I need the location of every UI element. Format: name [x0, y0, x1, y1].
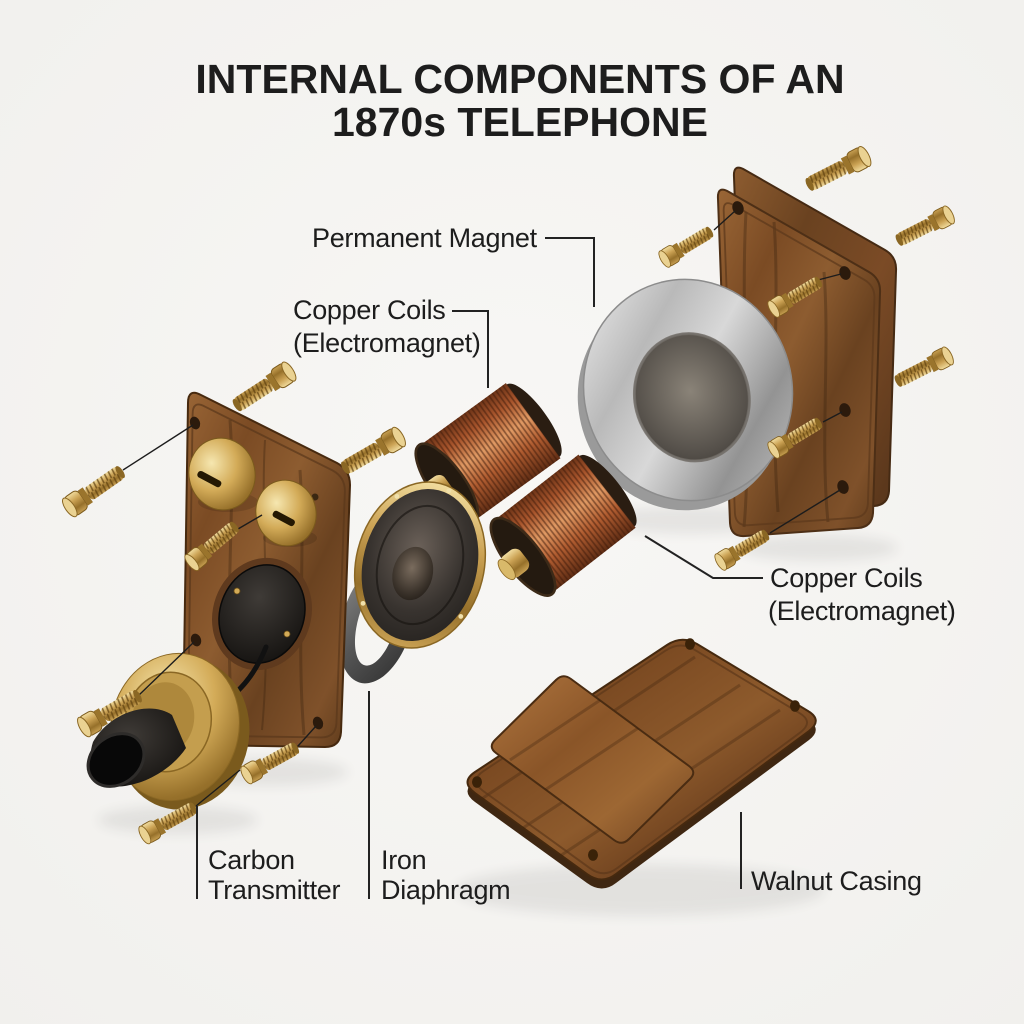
label-copper-coils-left-1: Copper Coils — [293, 295, 445, 325]
bell-upper — [188, 437, 256, 511]
leader-copper-coils-left — [452, 310, 489, 388]
casing-screw-holes — [472, 638, 800, 861]
label-iron-diaphragm-1: Iron — [381, 845, 426, 875]
title-line-2: 1870s TELEPHONE — [332, 99, 708, 145]
iron-diaphragm-disc — [353, 481, 487, 649]
rim-screws — [360, 488, 464, 619]
mouthpiece-screw — [233, 587, 241, 595]
label-permanent-magnet: Permanent Magnet — [312, 223, 538, 253]
diaphragm-center-dome — [392, 546, 434, 601]
walnut-casing — [466, 638, 817, 889]
annotations: Permanent Magnet Copper Coils (Electroma… — [196, 223, 956, 905]
label-carbon-transmitter-1: Carbon — [208, 845, 295, 875]
leader-permanent-magnet — [545, 237, 595, 307]
front-panel — [182, 391, 351, 748]
magnet-hole — [634, 333, 750, 461]
screw-guide-lines — [122, 210, 843, 807]
carbon-transmitter — [86, 652, 250, 810]
title-line-1: INTERNAL COMPONENTS OF AN — [195, 56, 844, 102]
label-copper-coils-left-2: (Electromagnet) — [293, 328, 481, 358]
label-walnut-casing: Walnut Casing — [751, 866, 922, 896]
mouthpiece-plate — [211, 557, 313, 671]
horn-mouth — [86, 732, 146, 788]
label-copper-coils-right-1: Copper Coils — [770, 563, 922, 593]
bell-slot — [197, 470, 222, 488]
mouthpiece-screw — [283, 630, 291, 638]
bell-lower — [255, 479, 317, 547]
label-iron-diaphragm-2: Diaphragm — [381, 875, 510, 905]
soft-shadows — [98, 506, 898, 916]
permanent-magnet-ring — [577, 278, 794, 511]
label-copper-coils-right-2: (Electromagnet) — [768, 596, 956, 626]
bell-slot — [272, 510, 295, 527]
label-carbon-transmitter-2: Transmitter — [208, 875, 341, 905]
leader-copper-coils-right — [644, 535, 763, 579]
